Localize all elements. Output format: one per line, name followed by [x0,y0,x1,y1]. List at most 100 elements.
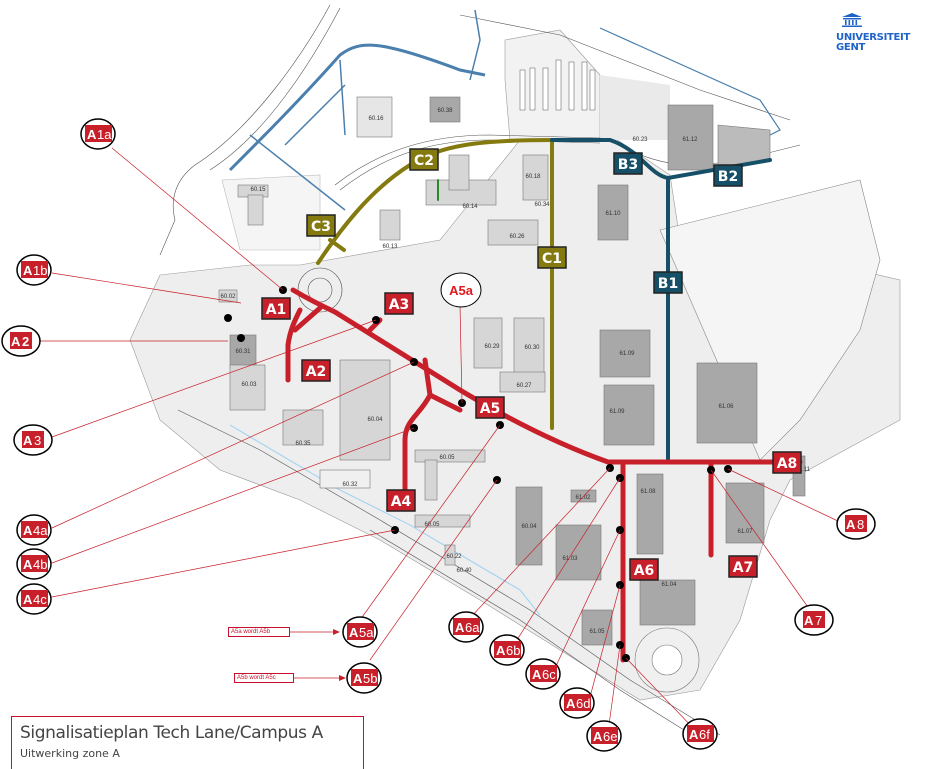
buildings [218,96,806,693]
svg-text:60.05: 60.05 [424,522,440,528]
logo-line2: GENT [836,42,866,53]
svg-text:A: A [23,592,33,607]
route-a [285,287,803,663]
svg-text:A: A [23,523,33,538]
svg-text:60.30: 60.30 [524,345,540,351]
svg-text:A: A [846,517,856,532]
ugent-logo: UNIVERSITEIT GENT [836,12,910,53]
svg-text:60.40: 60.40 [456,568,472,574]
svg-text:60.02: 60.02 [220,294,236,300]
svg-text:A: A [566,696,576,711]
svg-text:6f: 6f [699,727,710,742]
svg-text:1b: 1b [33,263,47,278]
svg-text:8: 8 [857,517,864,532]
svg-text:4a: 4a [33,523,48,538]
svg-text:6a: 6a [465,620,480,635]
route-sign-b1[interactable]: B1 [653,271,683,294]
svg-text:A: A [23,433,33,448]
svg-text:A4: A4 [391,494,412,510]
route-sign-c2[interactable]: C2 [409,148,439,171]
route-sign-c3[interactable]: C3 [306,214,336,237]
svg-text:4b: 4b [33,557,47,572]
route-sign-a5[interactable]: A5 [475,396,505,419]
svg-text:3: 3 [34,433,41,448]
svg-text:6b: 6b [506,643,520,658]
svg-text:C2: C2 [414,153,434,169]
svg-text:A: A [87,127,97,142]
svg-text:60.03: 60.03 [241,382,257,388]
route-sign-a2[interactable]: A2 [301,359,331,382]
svg-text:5a: 5a [359,625,374,640]
water-lines [228,9,781,616]
page-subtitle: Uitwerking zone A [20,747,120,760]
svg-text:61.04: 61.04 [661,582,677,588]
svg-text:A3: A3 [389,297,410,313]
note-a5a-to-a5b: A5a wordt A5b [228,627,290,637]
svg-text:61.03: 61.03 [562,556,578,562]
svg-text:A: A [455,620,465,635]
university-building-icon [842,13,862,27]
svg-text:A: A [353,671,363,686]
svg-text:B2: B2 [718,169,738,185]
svg-text:60.38: 60.38 [437,108,453,114]
svg-text:C3: C3 [311,219,331,235]
building-labels: 60.16 60.38 60.15 60.13 60.14 60.18 60.3… [220,108,810,635]
svg-text:60.31: 60.31 [235,349,251,355]
svg-text:A: A [496,643,506,658]
svg-text:61.08: 61.08 [640,489,656,495]
svg-text:61.12: 61.12 [682,137,698,143]
route-signs: A1 A2 A3 A4 A5 A6 A7 A8 B1 B2 B3 C1 C2 C… [261,148,802,581]
svg-text:60.16: 60.16 [368,116,384,122]
route-sign-a4[interactable]: A4 [386,489,416,512]
svg-text:60.18: 60.18 [525,174,541,180]
svg-text:60.35: 60.35 [295,441,311,447]
svg-text:2: 2 [22,334,29,349]
route-sign-a6[interactable]: A6 [629,558,659,581]
svg-text:A8: A8 [777,456,798,472]
svg-text:61.09: 61.09 [619,351,635,357]
svg-text:60.26: 60.26 [509,234,525,240]
svg-text:A: A [23,557,33,572]
parking-lots [519,59,596,111]
svg-text:61.09: 61.09 [609,409,625,415]
svg-text:A5: A5 [480,401,501,417]
note-a5b-to-a5c: A5b wordt A5c [234,673,294,683]
svg-text:61.02: 61.02 [575,495,591,501]
svg-text:A: A [11,334,21,349]
route-sign-b3[interactable]: B3 [613,152,643,175]
route-sign-a1[interactable]: A1 [261,297,291,320]
route-sign-b2[interactable]: B2 [713,164,743,187]
callout-a5a-map[interactable]: A5a [440,272,482,308]
route-sign-c1[interactable]: C1 [537,246,567,269]
svg-text:60.14: 60.14 [462,204,478,210]
svg-text:1a: 1a [97,127,112,142]
svg-text:60.34: 60.34 [534,202,550,208]
route-sign-a3[interactable]: A3 [384,292,414,315]
title-block: Signalisatieplan Tech Lane/Campus A Uitw… [11,716,364,769]
svg-text:A6: A6 [634,563,655,579]
route-sign-a7[interactable]: A7 [728,555,758,578]
route-sign-a8[interactable]: A8 [772,451,802,474]
svg-text:60.22: 60.22 [446,554,462,560]
svg-text:A5a: A5a [449,283,474,298]
svg-text:A: A [689,727,699,742]
note-arrows [333,629,346,681]
